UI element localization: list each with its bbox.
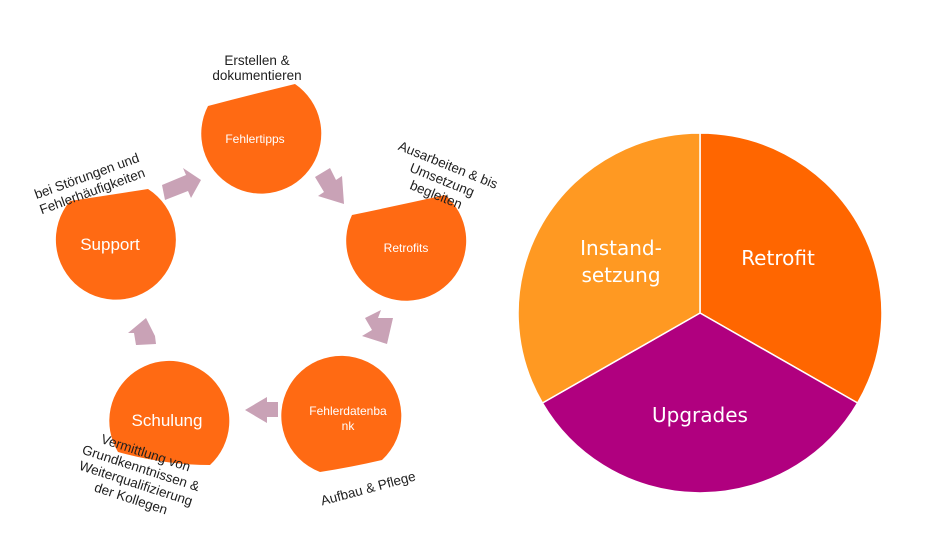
arrow-schulung-to-support [128,318,156,345]
node-fehlertipps-label: Fehlertipps [225,132,284,146]
node-support-shape [55,189,176,300]
node-support: Support [55,189,176,300]
caption-fehlertipps: Erstellen & dokumentieren [212,53,301,83]
pie-slice-instandsetzung [517,132,701,405]
pie-label-instandsetzung-line1: Instand- [580,236,662,260]
node-fehlerdatenbank-shape [281,355,402,472]
node-fehlertipps: Fehlertipps [201,84,322,194]
caption-fehlerdatenbank-line1: Aufbau & Pflege [319,469,417,509]
arrow-fehlerdatenbank-to-schulung [245,397,278,423]
arrow-fehlertipps-to-retrofits [315,168,344,204]
node-fehlertipps-shape [201,84,322,194]
caption-fehlertipps-line1: Erstellen & [224,53,289,68]
pie-label-instandsetzung-line2: setzung [581,263,660,287]
node-retrofits-label: Retrofits [384,241,429,255]
node-fehlerdatenbank: Fehlerdatenba nk [281,355,402,472]
node-schulung-shape [109,360,230,465]
node-fehlerdatenbank-label-line1: Fehlerdatenba [309,404,387,418]
arrow-retrofits-to-fehlerdatenbank [362,310,393,344]
node-retrofits: Retrofits [346,195,467,301]
pie-label-retrofit: Retrofit [741,246,815,270]
node-fehlerdatenbank-label-line2: nk [342,419,356,433]
caption-fehlertipps-line2: dokumentieren [212,68,301,83]
pie-slice-retrofit [699,132,883,405]
pie-label-upgrades: Upgrades [652,403,748,427]
caption-fehlerdatenbank: Aufbau & Pflege [319,469,417,509]
pie-slice-upgrades [541,312,859,494]
node-retrofits-shape [346,195,467,301]
node-schulung: Schulung [109,360,230,465]
arrow-support-to-fehlertipps [162,168,201,200]
node-schulung-label: Schulung [132,411,203,430]
node-support-label: Support [80,235,140,254]
pie-chart [517,132,883,494]
